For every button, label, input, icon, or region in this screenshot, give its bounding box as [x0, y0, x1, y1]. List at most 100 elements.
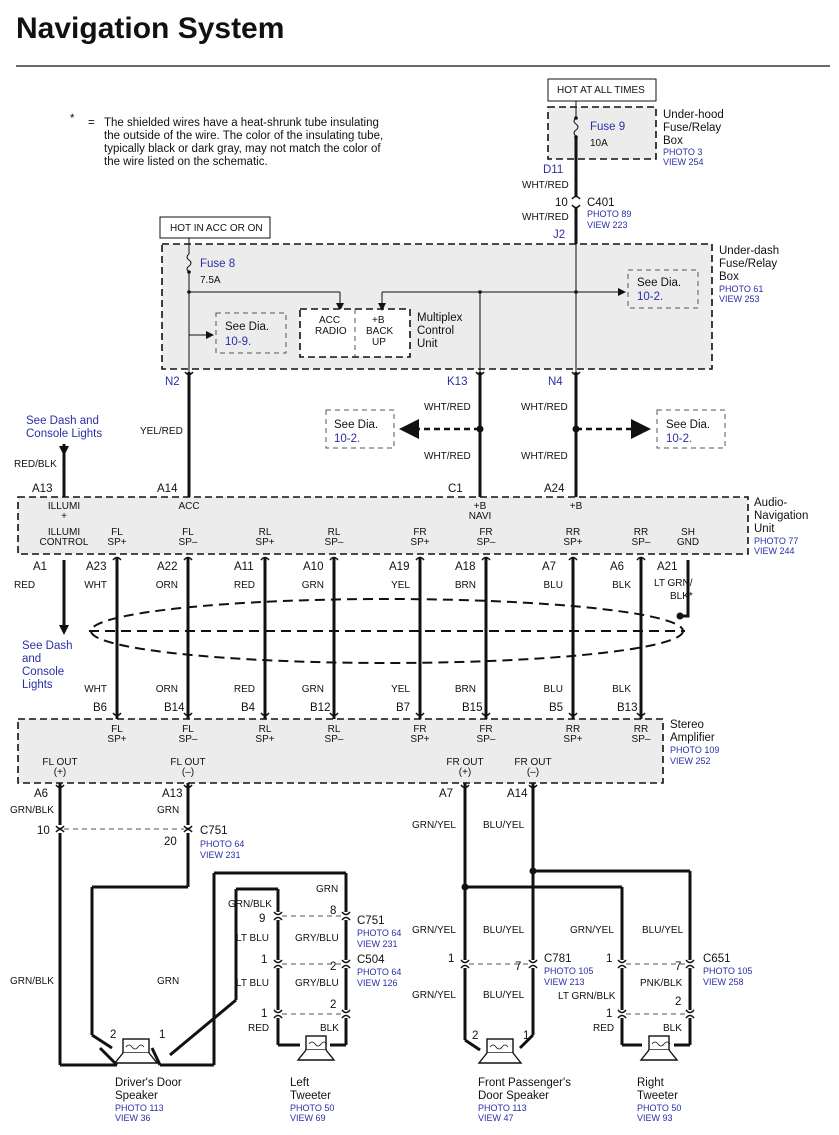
pin-label: FL [111, 724, 123, 735]
wire-color: YEL/RED [140, 426, 183, 437]
wire-color: GRN/YEL [570, 925, 614, 936]
wire-color: BLK [320, 1023, 339, 1034]
pin-label: (+) [459, 767, 472, 778]
pin-label: SP– [325, 537, 344, 548]
c504-ref: PHOTO 64 [357, 967, 401, 977]
spk-pin: 2 [472, 1030, 478, 1042]
terminal-label: C1 [448, 483, 463, 495]
fuse8-amps: 7.5A [200, 275, 221, 286]
speaker-name: Front Passenger's [478, 1077, 571, 1089]
pin-label: + [61, 511, 67, 522]
pin-label: SP– [632, 537, 651, 548]
terminal-label: A11 [234, 561, 254, 573]
mcu-b: BACK [366, 326, 394, 337]
pin-label: SP+ [107, 734, 126, 745]
wire-color: ORN [156, 580, 178, 591]
hot-acc-box [159, 216, 271, 239]
terminal-label: A10 [303, 561, 323, 573]
connector-icon [568, 712, 578, 717]
see-dash2-link[interactable]: Console [22, 666, 64, 678]
pin-label: SP+ [410, 537, 429, 548]
pin-label: RL [328, 527, 341, 538]
c651-name: C651 [703, 953, 731, 965]
pin-label: RR [634, 527, 648, 538]
pin-label: SP+ [410, 734, 429, 745]
see-dia-text: See Dia. [637, 277, 681, 289]
terminal-label: B7 [396, 702, 410, 714]
c781-ref: PHOTO 105 [544, 966, 593, 976]
shield-note: * = The shielded wires have a heat-shrun… [70, 113, 383, 168]
terminal-label: B12 [310, 702, 330, 714]
see-dia-link[interactable]: 10-9. [225, 336, 251, 348]
wire-color: GRN/YEL [412, 820, 456, 831]
fuse-icon [186, 253, 192, 273]
wire-color: YEL [391, 580, 410, 591]
see-dia-box[interactable] [325, 409, 395, 449]
see-dash-link[interactable]: Console Lights [26, 428, 102, 440]
wire-color: BLK [612, 684, 631, 695]
note-eq: = [88, 117, 95, 129]
terminal-label: A14 [157, 483, 178, 495]
audio-name: Navigation [754, 510, 808, 522]
see-dia-box[interactable] [656, 409, 726, 449]
pin-label: FL [182, 724, 194, 735]
connector-icon [112, 556, 122, 561]
pin-label: FR [413, 527, 426, 538]
page-title: Navigation System [16, 12, 284, 45]
mcu-acc: ACC [319, 315, 340, 326]
note-line: The shielded wires have a heat-shrunk tu… [104, 117, 379, 129]
connector-icon [183, 556, 193, 561]
pin-label: SP– [477, 734, 496, 745]
pin-label: RL [259, 527, 272, 538]
wire-color: RED [234, 684, 255, 695]
speaker-name: Right [637, 1077, 665, 1089]
c504-ref: VIEW 126 [357, 978, 398, 988]
see-dash-link[interactable]: See Dash and [26, 415, 99, 427]
amp-name: Amplifier [670, 732, 715, 744]
speaker-name: Tweeter [637, 1090, 678, 1102]
terminal-j2: J2 [553, 229, 565, 241]
pin-label: RR [566, 527, 580, 538]
pin-label: (+) [54, 767, 67, 778]
speaker-name: Speaker [115, 1090, 158, 1102]
speaker-ref: PHOTO 50 [637, 1103, 681, 1113]
audio-nav-unit-box [17, 496, 749, 555]
c651-ref: PHOTO 105 [703, 966, 752, 976]
c401-ref: VIEW 223 [587, 220, 628, 230]
underhood-name: Under-hood [663, 109, 724, 121]
connector-icon [341, 1009, 351, 1019]
speaker-ref: PHOTO 113 [115, 1103, 164, 1113]
see-dia-link[interactable]: 10-2. [666, 433, 692, 445]
pin-num: 7 [675, 961, 681, 973]
wire-color: BRN [455, 684, 476, 695]
see-dash2-link[interactable]: and [22, 653, 41, 665]
speaker-name: Left [290, 1077, 310, 1089]
see-dash2-link[interactable]: See Dash [22, 640, 73, 652]
see-dia-link[interactable]: 10-2. [334, 433, 360, 445]
underdash-name: Under-dash [719, 245, 779, 257]
wire-color: RED/BLK [14, 459, 57, 470]
pin-label: NAVI [469, 511, 492, 522]
wire-color: BLU [544, 580, 563, 591]
terminal-n2: N2 [165, 376, 180, 388]
pin-label: SP+ [563, 734, 582, 745]
pin-label: FR [479, 724, 492, 735]
see-dash2-link[interactable]: Lights [22, 679, 53, 691]
c751-name: C751 [200, 825, 228, 837]
speaker-name: Tweeter [290, 1090, 331, 1102]
pin-label: (–) [527, 767, 539, 778]
wire-color: GRY/BLU [295, 933, 339, 944]
pin-label: SP+ [563, 537, 582, 548]
lower-labels: GRN/BLK GRN 10 20 C751 PHOTO 64 VIEW 231… [10, 805, 752, 1042]
pin-label: ILLUMI [48, 527, 80, 538]
pin-label: RL [259, 724, 272, 735]
speaker-icon [113, 1038, 159, 1064]
wire-color: GRN [316, 884, 338, 895]
see-dia-box[interactable] [215, 312, 287, 354]
underhood-name: Fuse/Relay [663, 122, 721, 134]
underdash-name: Fuse/Relay [719, 258, 777, 270]
underdash-name: Box [719, 271, 739, 283]
see-dia-link[interactable]: 10-2. [637, 291, 663, 303]
